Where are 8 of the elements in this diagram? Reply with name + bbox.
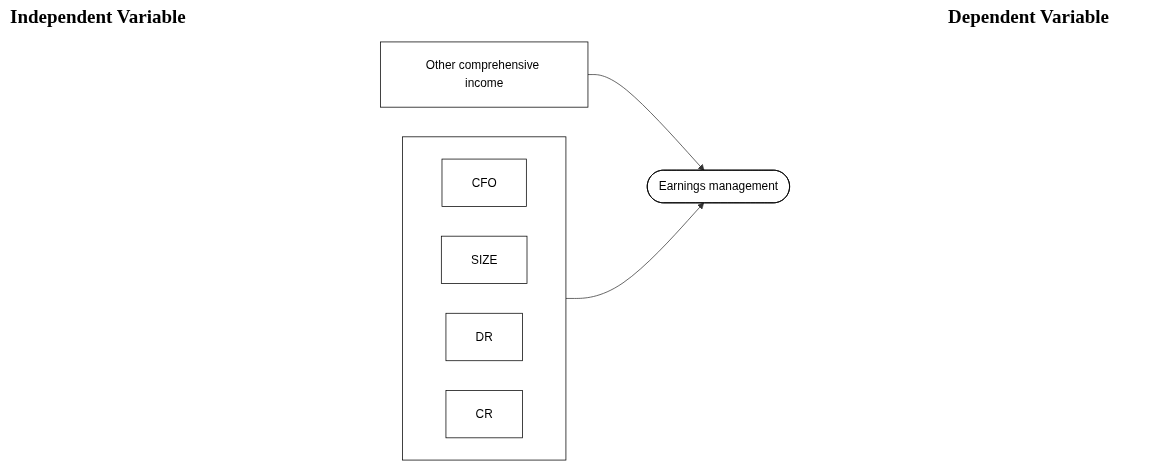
node-box: DR bbox=[445, 312, 523, 362]
node-box: CFO bbox=[441, 158, 527, 207]
variable-heading: Independent Variable bbox=[10, 6, 186, 29]
cluster bbox=[401, 136, 566, 461]
variable-heading: Dependent Variable bbox=[948, 6, 1109, 29]
node-box: CR bbox=[445, 390, 523, 439]
node-box: SIZE bbox=[440, 235, 527, 284]
node-box: Other comprehensive income bbox=[379, 41, 588, 108]
